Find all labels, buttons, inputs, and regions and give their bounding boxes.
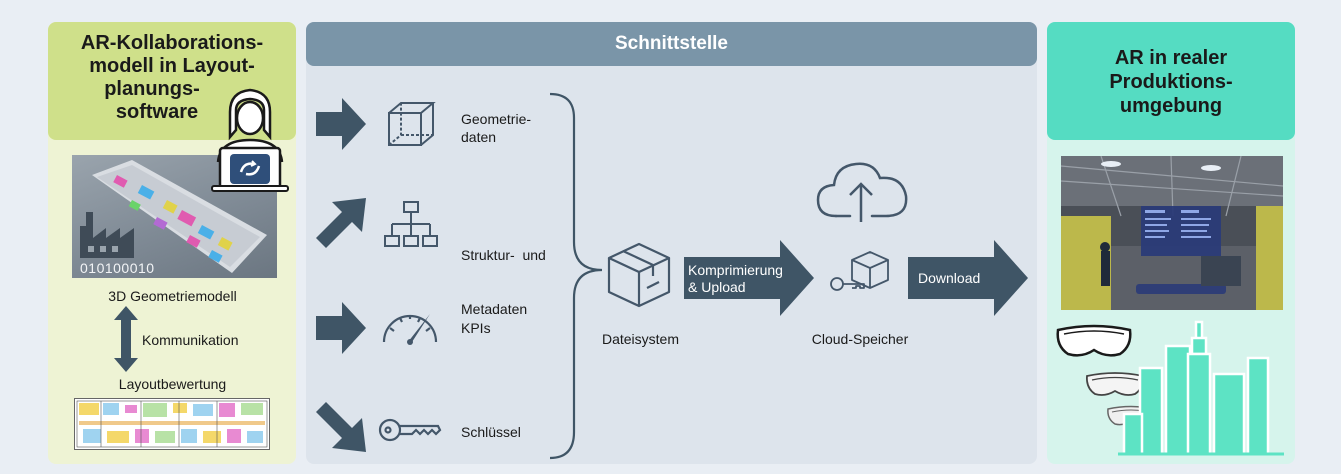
double-arrow-icon — [114, 306, 138, 372]
input-arrow-geometry — [316, 98, 366, 150]
compress-upload-label: Komprimierung & Upload — [688, 262, 783, 296]
communication-label: Kommunikation — [142, 332, 239, 348]
filesystem-label: Dateisystem — [601, 331, 680, 347]
right-title-line: AR in realer — [1114, 47, 1228, 69]
compress-label-line: & Upload — [688, 279, 746, 295]
download-label: Download — [918, 270, 981, 286]
evaluation-label: Layoutbewertung — [118, 376, 227, 392]
ar-headset-icon — [1056, 324, 1132, 357]
input-label-key: Schlüssel — [461, 423, 521, 441]
left-title-line: modell in Layout- — [89, 55, 255, 77]
left-title-line: planungs- — [104, 78, 200, 100]
input-label-kpis: KPIs — [461, 319, 491, 337]
layout-floorplan — [74, 398, 270, 450]
input-label-line: daten — [461, 129, 497, 145]
cloud-upload-icon — [816, 162, 908, 222]
input-label-line: Schlüssel — [461, 424, 521, 440]
hierarchy-icon — [384, 201, 438, 247]
input-label-line: Geometrie- — [461, 111, 532, 127]
input-arrow-key — [316, 402, 366, 452]
input-label-line: Struktur- und — [461, 247, 546, 263]
compress-label-line: Komprimierung — [688, 262, 783, 278]
user-laptop-icon — [211, 88, 289, 192]
left-title-line: AR-Kollaborations- — [80, 32, 264, 54]
right-panel-title: AR in realer Produktions- umgebung — [1047, 46, 1295, 118]
input-arrow-structure — [316, 198, 366, 248]
right-title-line: Produktions- — [1109, 71, 1233, 93]
download-arrow — [908, 240, 1028, 316]
interface-title: Schnittstelle — [615, 33, 728, 54]
model-label: 3D Geometriemodell — [108, 288, 237, 304]
left-panel-title: AR-Kollaborations- modell in Layout- pla… — [52, 32, 292, 124]
gauge-icon — [382, 314, 438, 345]
grouping-brace — [549, 92, 603, 460]
interface-header — [306, 22, 1037, 66]
left-title-line: software — [115, 101, 199, 123]
ar-glasses-icon — [1086, 372, 1144, 396]
ar-production-photo — [1061, 156, 1283, 310]
skyline-icon — [1118, 320, 1284, 456]
binary-text: 010100010 — [80, 260, 155, 276]
input-label-structure: Struktur- und Metadaten — [461, 210, 546, 354]
box-icon — [607, 242, 671, 308]
right-title-line: umgebung — [1119, 95, 1223, 117]
input-label-geometry: Geometrie- daten — [461, 110, 531, 146]
factory-layout-render — [92, 160, 267, 273]
input-label-line: Metadaten — [461, 301, 528, 317]
cube-outline-icon — [388, 102, 436, 146]
interface-panel — [306, 22, 1037, 464]
input-label-line: KPIs — [461, 320, 491, 336]
key-icon — [378, 418, 442, 442]
compress-upload-arrow — [684, 240, 814, 316]
cloud-storage-label: Cloud-Speicher — [811, 331, 909, 347]
input-arrow-kpis — [316, 302, 366, 354]
factory-icon — [80, 212, 134, 258]
right-panel-header — [1047, 22, 1295, 140]
key-box-icon — [830, 251, 889, 291]
